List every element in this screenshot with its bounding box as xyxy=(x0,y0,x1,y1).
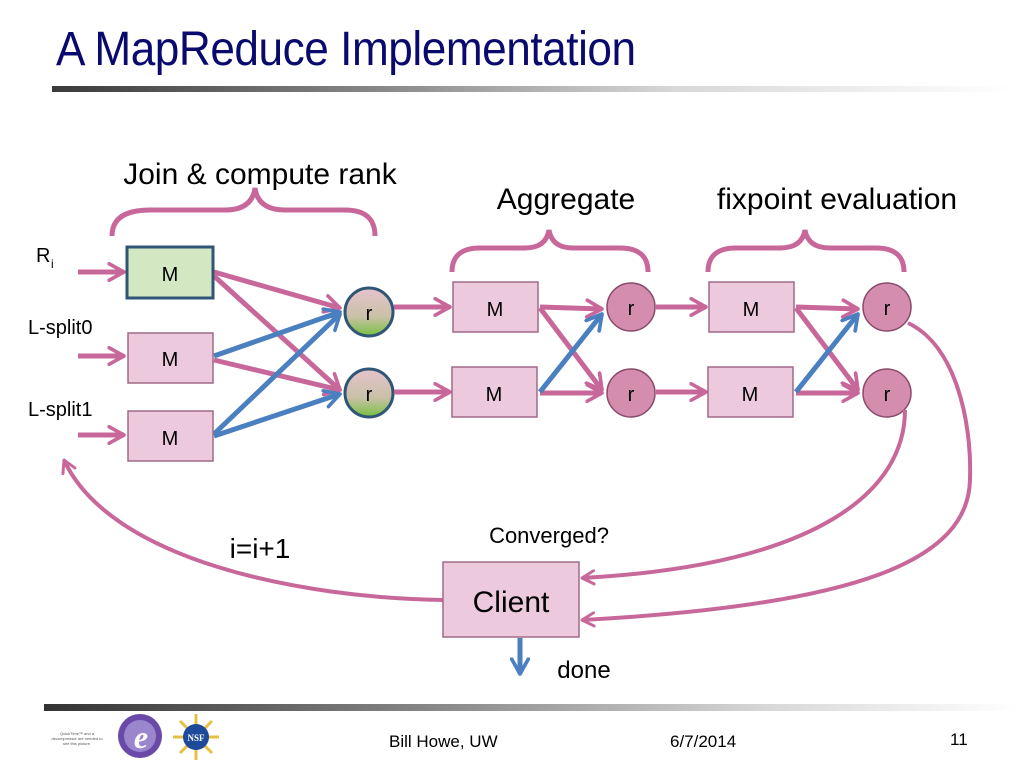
edge-m3-r2 xyxy=(213,394,340,439)
svg-text:r: r xyxy=(366,384,373,406)
svg-text:r: r xyxy=(884,298,891,320)
nsf-logo: NSF xyxy=(173,714,219,760)
svg-text:r: r xyxy=(628,298,635,320)
svg-text:M: M xyxy=(486,384,503,406)
converged-label: Converged? xyxy=(489,523,609,548)
stage-label-join: Join & compute rank xyxy=(123,158,397,191)
input-label-ri-subscript: i xyxy=(51,257,54,271)
stage-label-aggregate: Aggregate xyxy=(497,183,635,216)
svg-text:r: r xyxy=(366,303,373,325)
svg-text:M: M xyxy=(487,299,504,321)
done-label: done xyxy=(557,657,610,684)
stage2-mapper-1: M xyxy=(452,281,539,333)
svg-text:M: M xyxy=(162,349,179,371)
brace-join xyxy=(109,187,378,237)
stage1-mapper-lsplit0: M xyxy=(127,332,214,384)
svg-text:M: M xyxy=(162,428,179,450)
edge-m2-r1 xyxy=(213,312,340,359)
footer-divider xyxy=(44,704,1019,711)
svg-text:M: M xyxy=(743,299,760,321)
edge-m3-r1 xyxy=(212,314,340,436)
input-label-lsplit0: L-split0 xyxy=(28,317,92,339)
footer-author: Bill Howe, UW xyxy=(389,732,498,751)
input-label-lsplit1: L-split1 xyxy=(28,399,92,421)
svg-text:e: e xyxy=(134,719,148,755)
svg-text:NSF: NSF xyxy=(187,733,205,743)
svg-text:r: r xyxy=(884,384,891,406)
svg-text:M: M xyxy=(162,264,179,286)
svg-text:Client: Client xyxy=(473,586,550,619)
stage3-reducer-2: r xyxy=(862,368,912,418)
stage1-reducer-2: r xyxy=(343,367,395,419)
stage2-reducer-1: r xyxy=(606,282,656,332)
edge-client-loop xyxy=(64,460,444,602)
stage-label-fixpoint: fixpoint evaluation xyxy=(717,183,957,216)
escience-institute-logo: e xyxy=(118,714,162,758)
loop-label: i=i+1 xyxy=(230,533,291,564)
edge-s2m2-s2r1 xyxy=(538,314,604,394)
edge-s2m1-s2r1 xyxy=(539,307,602,309)
svg-text:M: M xyxy=(742,384,759,406)
client-box: Client xyxy=(442,561,580,638)
footer-date: 6/7/2014 xyxy=(670,732,737,751)
title-divider xyxy=(52,86,1012,92)
svg-text:r: r xyxy=(628,384,635,406)
stage3-mapper-1: M xyxy=(708,281,795,333)
edge-s3m2-s3r1 xyxy=(794,314,860,394)
input-label-ri: R xyxy=(36,245,50,267)
stage1-reducer-1: r xyxy=(343,286,395,338)
stage3-mapper-2: M xyxy=(707,366,794,418)
stage1-mapper-ri: M xyxy=(125,245,215,300)
edge-s3r2-client xyxy=(582,409,907,578)
quicktime-placeholder-note: QuickTime™ and a decompressor are needed… xyxy=(51,731,103,746)
footer-page-number: 11 xyxy=(950,730,968,749)
stage3-reducer-1: r xyxy=(862,282,912,332)
slide-title: A MapReduce Implementation xyxy=(56,23,636,76)
brace-aggregate xyxy=(449,229,651,273)
edge-m1-r1 xyxy=(213,269,340,308)
stage2-reducer-2: r xyxy=(606,368,656,418)
stage1-mapper-lsplit1: M xyxy=(127,410,214,462)
brace-fixpoint xyxy=(705,229,907,273)
stage2-mapper-2: M xyxy=(451,366,538,418)
edge-s3r1-client xyxy=(582,321,973,620)
edge-s3m1-s3r1 xyxy=(795,307,858,309)
